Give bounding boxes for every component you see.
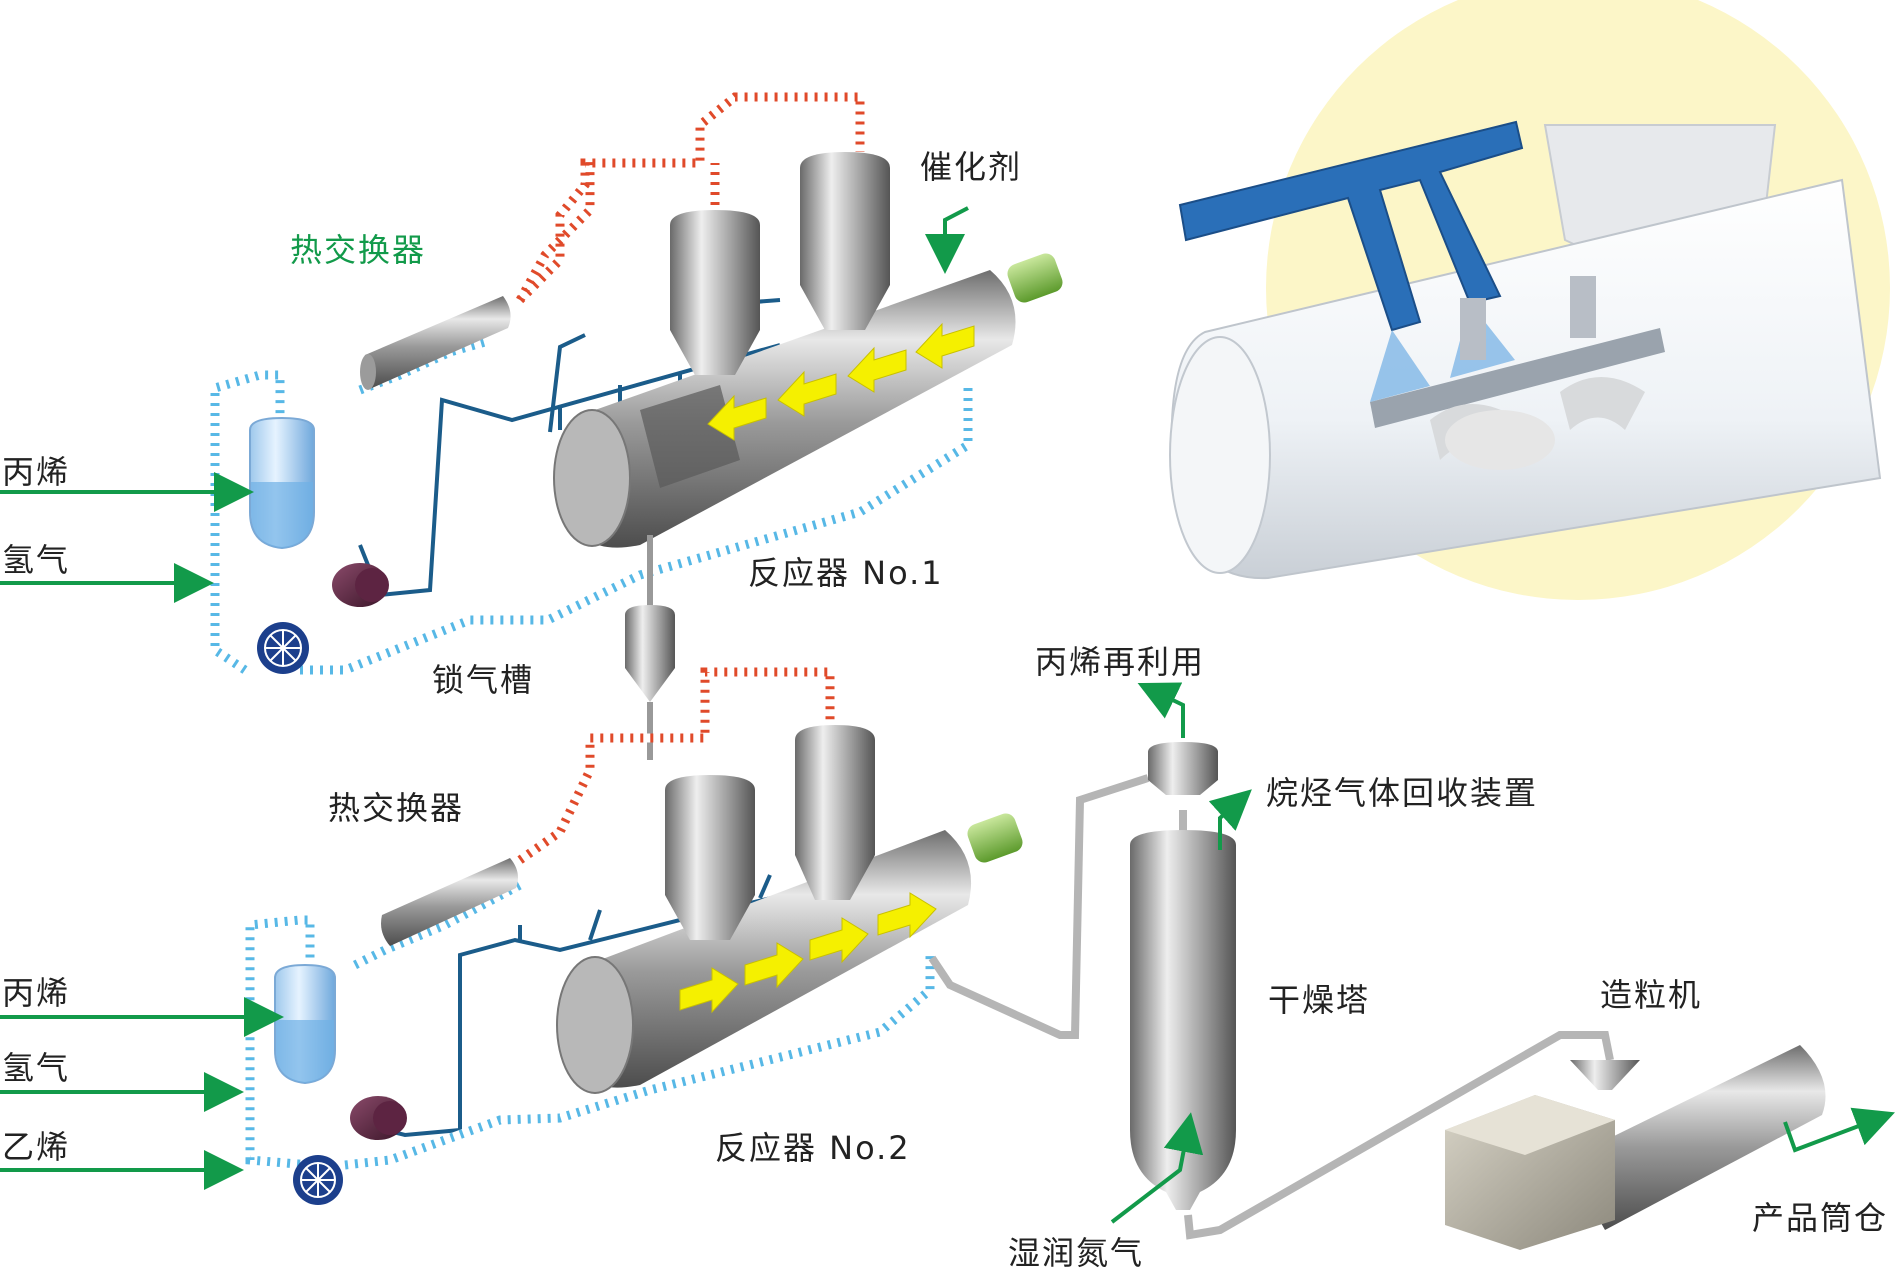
heat-exchanger-2 — [381, 858, 518, 946]
heat-exchanger-1 — [360, 296, 511, 390]
catalyst-label: 催化剂 — [920, 148, 1023, 186]
green-arrows — [0, 206, 1895, 1224]
pump-2 — [350, 1096, 407, 1140]
magnified-reactor-inset — [1169, 0, 1890, 600]
reactor-2 — [556, 725, 1023, 1094]
lock-tank-label: 锁气槽 — [432, 661, 535, 699]
lock-tank — [625, 535, 675, 760]
flow-arrows-reactor-2 — [679, 892, 937, 1014]
pelletizer — [1445, 1045, 1826, 1250]
propylene-label-1: 丙烯 — [2, 453, 71, 491]
propylene-label-2: 丙烯 — [2, 974, 71, 1012]
wet-nitrogen-label: 湿润氮气 — [1008, 1234, 1145, 1272]
reactor-1 — [553, 152, 1063, 548]
reactor-1-label: 反应器 No.1 — [748, 554, 944, 592]
pump-1 — [332, 563, 389, 607]
compressor-1 — [257, 622, 309, 674]
propylene-recycle-label: 丙烯再利用 — [1035, 643, 1206, 681]
top-piping — [210, 92, 973, 675]
flow-arrows-reactor-1 — [707, 322, 975, 441]
compressor-2 — [293, 1155, 343, 1205]
alkane-recovery-unit — [1148, 742, 1218, 795]
bottom-piping — [245, 667, 1614, 1240]
reactor-2-label: 反应器 No.2 — [715, 1129, 911, 1167]
product-silo-label: 产品筒仓 — [1752, 1199, 1889, 1237]
separator-drum-1 — [249, 416, 315, 550]
ethylene-label: 乙烯 — [2, 1128, 71, 1166]
heat-exchanger-1-label: 热交换器 — [290, 231, 427, 269]
hydrogen-label-2: 氢气 — [2, 1049, 71, 1087]
drying-tower — [1130, 830, 1236, 1210]
hydrogen-label-1: 氢气 — [2, 541, 71, 579]
drying-tower-label: 干燥塔 — [1268, 981, 1371, 1019]
heat-exchanger-2-label: 热交换器 — [328, 789, 465, 827]
separator-drum-2 — [274, 963, 336, 1085]
alkane-recovery-label: 烷烃气体回收装置 — [1266, 774, 1539, 812]
pelletizer-label: 造粒机 — [1600, 976, 1703, 1014]
